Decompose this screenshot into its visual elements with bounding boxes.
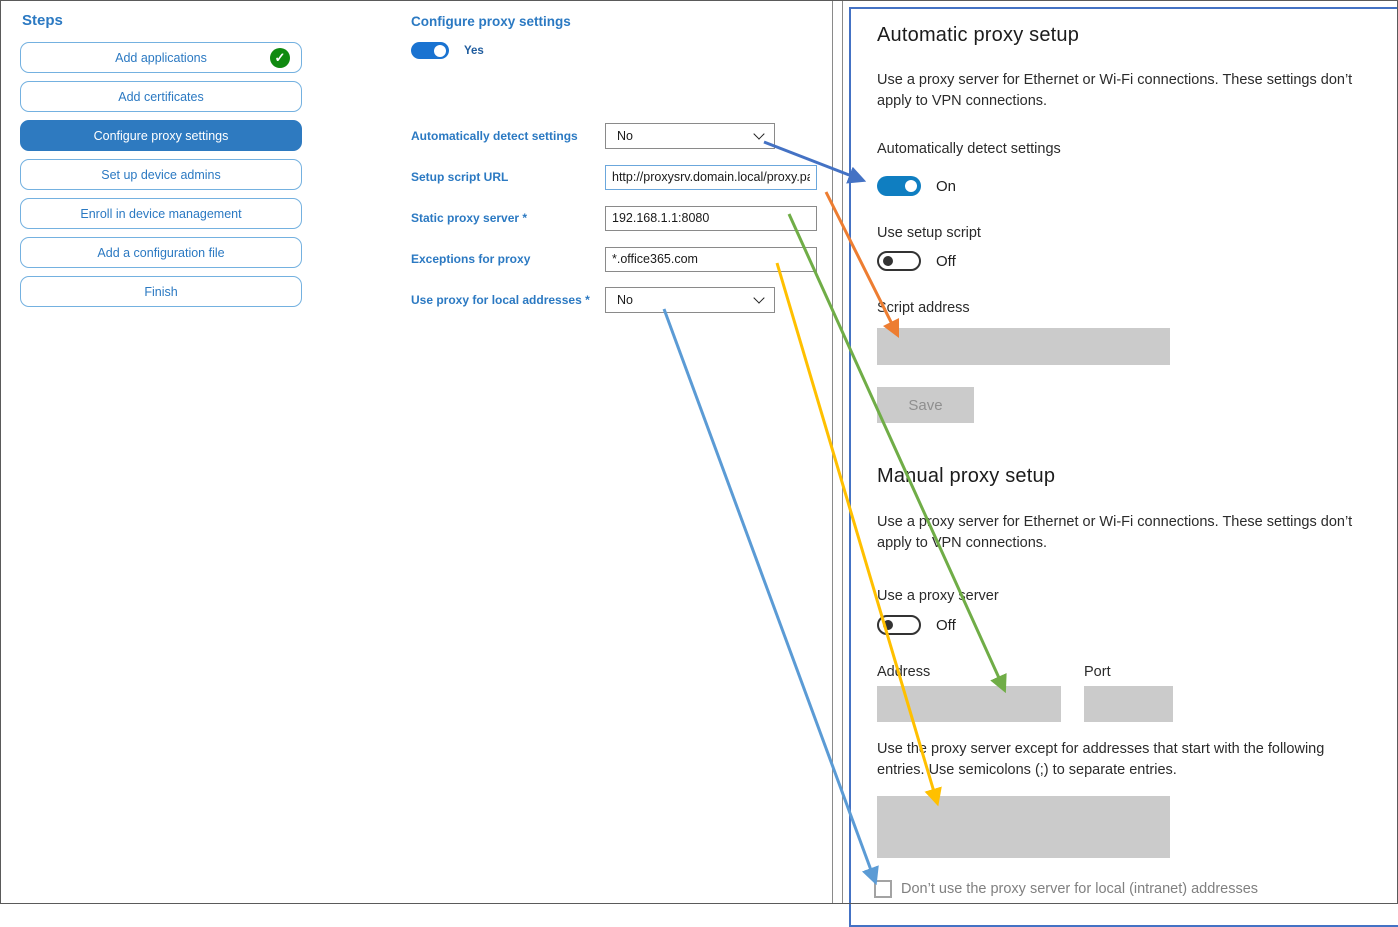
chevron-down-icon xyxy=(753,292,765,304)
form-row-proxy-exceptions: Exceptions for proxy xyxy=(411,246,817,272)
proxy-exceptions-textarea[interactable] xyxy=(877,796,1170,858)
local-intranet-checkbox-label: Don’t use the proxy server for local (in… xyxy=(901,881,1259,897)
manual-proxy-description: Use a proxy server for Ethernet or Wi-Fi… xyxy=(877,514,1353,552)
windows-proxy-settings-panel: Automatic proxy setup Use a proxy server… xyxy=(849,7,1398,927)
step-label: Add applications xyxy=(115,50,207,65)
automatic-proxy-description: Use a proxy server for Ethernet or Wi-Fi… xyxy=(877,72,1353,110)
save-button[interactable]: Save xyxy=(877,387,974,423)
form-rows: Automatically detect settings No Setup s… xyxy=(411,123,817,328)
detect-settings-select[interactable]: No xyxy=(605,123,775,149)
toggle-state-label: Off xyxy=(936,616,956,634)
automatic-proxy-heading: Automatic proxy setup xyxy=(877,24,1080,46)
steps-heading: Steps xyxy=(22,12,63,29)
step-add-applications[interactable]: Add applications ✓ xyxy=(20,42,302,73)
script-address-label: Script address xyxy=(877,300,970,316)
use-setup-script-label: Use setup script xyxy=(877,225,981,241)
local-intranet-checkbox[interactable] xyxy=(874,880,892,898)
proxy-config-form: Configure proxy settings Yes Automatical… xyxy=(411,0,836,313)
step-enroll-in-device-management[interactable]: Enroll in device management xyxy=(20,198,302,229)
address-label: Address xyxy=(877,664,931,680)
detect-settings-label: Automatically detect settings xyxy=(877,141,1061,157)
arrow-local-addresses-mapping xyxy=(662,308,879,886)
proxy-port-input[interactable] xyxy=(1084,686,1173,722)
step-label: Add certificates xyxy=(118,89,204,104)
selected-value: No xyxy=(617,293,633,307)
steps-sidebar: Steps Add applications ✓ Add certificate… xyxy=(20,8,302,315)
proxy-address-input[interactable] xyxy=(877,686,1061,722)
field-label: Automatically detect settings xyxy=(411,129,578,143)
toggle-knob xyxy=(434,44,446,57)
setup-script-url-input[interactable] xyxy=(605,164,817,190)
field-label: Use proxy for local addresses * xyxy=(411,293,590,307)
use-setup-script-toggle[interactable] xyxy=(877,251,921,271)
step-label: Configure proxy settings xyxy=(93,128,229,143)
detect-settings-toggle-row: On xyxy=(877,176,956,196)
use-proxy-server-label: Use a proxy server xyxy=(877,588,999,604)
step-add-certificates[interactable]: Add certificates xyxy=(20,81,302,112)
enable-proxy-toggle-row: Yes xyxy=(411,42,836,59)
use-setup-script-toggle-row: Off xyxy=(877,251,956,271)
step-finish[interactable]: Finish xyxy=(20,276,302,307)
static-proxy-server-input[interactable] xyxy=(605,205,817,231)
panel-divider xyxy=(842,0,843,904)
page-title: Configure proxy settings xyxy=(411,14,571,29)
form-row-detect-settings: Automatically detect settings No xyxy=(411,123,817,149)
enable-proxy-toggle[interactable] xyxy=(411,42,449,59)
manual-proxy-heading: Manual proxy setup xyxy=(877,465,1056,487)
step-configure-proxy-settings[interactable]: Configure proxy settings xyxy=(20,120,302,151)
proxy-exceptions-input[interactable] xyxy=(605,246,817,272)
toggle-knob xyxy=(883,620,893,630)
detect-settings-toggle[interactable] xyxy=(877,176,921,196)
step-label: Set up device admins xyxy=(101,167,221,182)
local-intranet-checkbox-row: Don’t use the proxy server for local (in… xyxy=(874,880,1258,898)
chevron-down-icon xyxy=(753,128,765,140)
field-label: Static proxy server * xyxy=(411,211,528,225)
use-proxy-server-toggle[interactable] xyxy=(877,615,921,635)
check-icon: ✓ xyxy=(270,47,290,68)
toggle-knob xyxy=(905,180,917,192)
step-label: Enroll in device management xyxy=(80,206,242,221)
step-set-up-device-admins[interactable]: Set up device admins xyxy=(20,159,302,190)
enable-proxy-toggle-label: Yes xyxy=(464,44,484,57)
form-row-local-addresses: Use proxy for local addresses * No xyxy=(411,287,817,313)
step-label: Add a configuration file xyxy=(97,245,225,260)
toggle-state-label: Off xyxy=(936,252,956,270)
field-label: Exceptions for proxy xyxy=(411,252,531,266)
toggle-state-label: On xyxy=(936,177,957,195)
use-proxy-server-toggle-row: Off xyxy=(877,615,956,635)
window-divider xyxy=(832,0,833,904)
proxy-exceptions-description: Use the proxy server except for addresse… xyxy=(877,741,1325,779)
form-row-setup-script-url: Setup script URL xyxy=(411,164,817,190)
step-add-a-configuration-file[interactable]: Add a configuration file xyxy=(20,237,302,268)
toggle-knob xyxy=(883,256,893,266)
step-label: Finish xyxy=(144,284,178,299)
local-addresses-select[interactable]: No xyxy=(605,287,775,313)
field-label: Setup script URL xyxy=(411,170,509,184)
selected-value: No xyxy=(617,129,633,143)
script-address-input[interactable] xyxy=(877,328,1170,365)
port-label: Port xyxy=(1084,664,1111,680)
form-row-static-proxy: Static proxy server * xyxy=(411,205,817,231)
